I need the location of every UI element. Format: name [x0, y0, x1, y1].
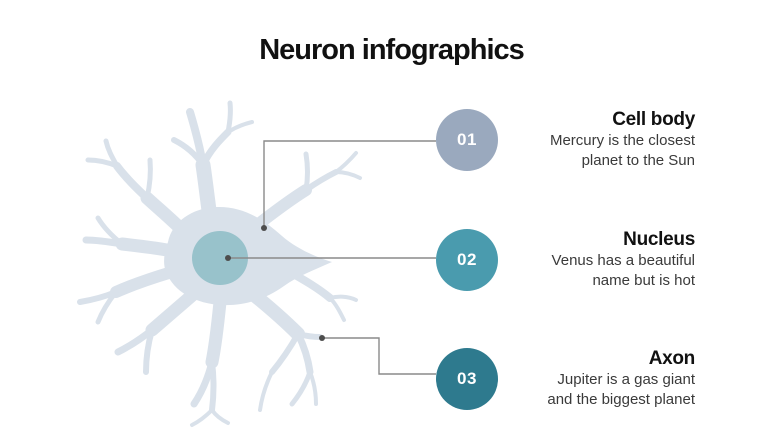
item-axon-desc-line2: and the biggest planet — [547, 391, 695, 408]
item-cell-body-label: Cell body — [612, 109, 695, 130]
item-axon: Axon Jupiter is a gas giant and the bigg… — [455, 347, 695, 410]
slide-title: Neuron infographics — [259, 34, 525, 66]
neuron-dendrites — [77, 100, 362, 427]
badge-02-number: 02 — [457, 250, 477, 269]
connector-line-3 — [322, 337, 436, 375]
neuron-nucleus — [192, 231, 248, 285]
badge-01: 01 — [436, 109, 498, 171]
item-axon-label: Axon — [648, 348, 696, 369]
connector-dot-1 — [261, 225, 267, 231]
item-nucleus: Nucleus Venus has a beautiful name but i… — [455, 228, 696, 291]
badge-03: 03 — [436, 348, 498, 410]
item-nucleus-desc-line2: name but is hot — [592, 272, 695, 289]
item-cell-body: Cell body Mercury is the closest planet … — [455, 108, 695, 171]
item-nucleus-label: Nucleus — [623, 229, 695, 250]
item-cell-body-desc-line1: Mercury is the closest — [549, 132, 695, 149]
badge-01-number: 01 — [457, 130, 477, 149]
connector-line-1 — [263, 140, 436, 228]
connector-dot-3 — [319, 335, 325, 341]
neuron-soma — [164, 206, 332, 306]
connector-dot-2 — [225, 255, 231, 261]
item-cell-body-desc-line2: planet to the Sun — [581, 152, 695, 169]
item-axon-desc-line1: Jupiter is a gas giant — [557, 371, 695, 388]
connector-lines — [228, 140, 436, 375]
badge-03-number: 03 — [457, 369, 477, 388]
item-nucleus-desc-line1: Venus has a beautiful — [551, 252, 695, 269]
connector-dots — [225, 225, 325, 341]
badge-02: 02 — [436, 229, 498, 291]
